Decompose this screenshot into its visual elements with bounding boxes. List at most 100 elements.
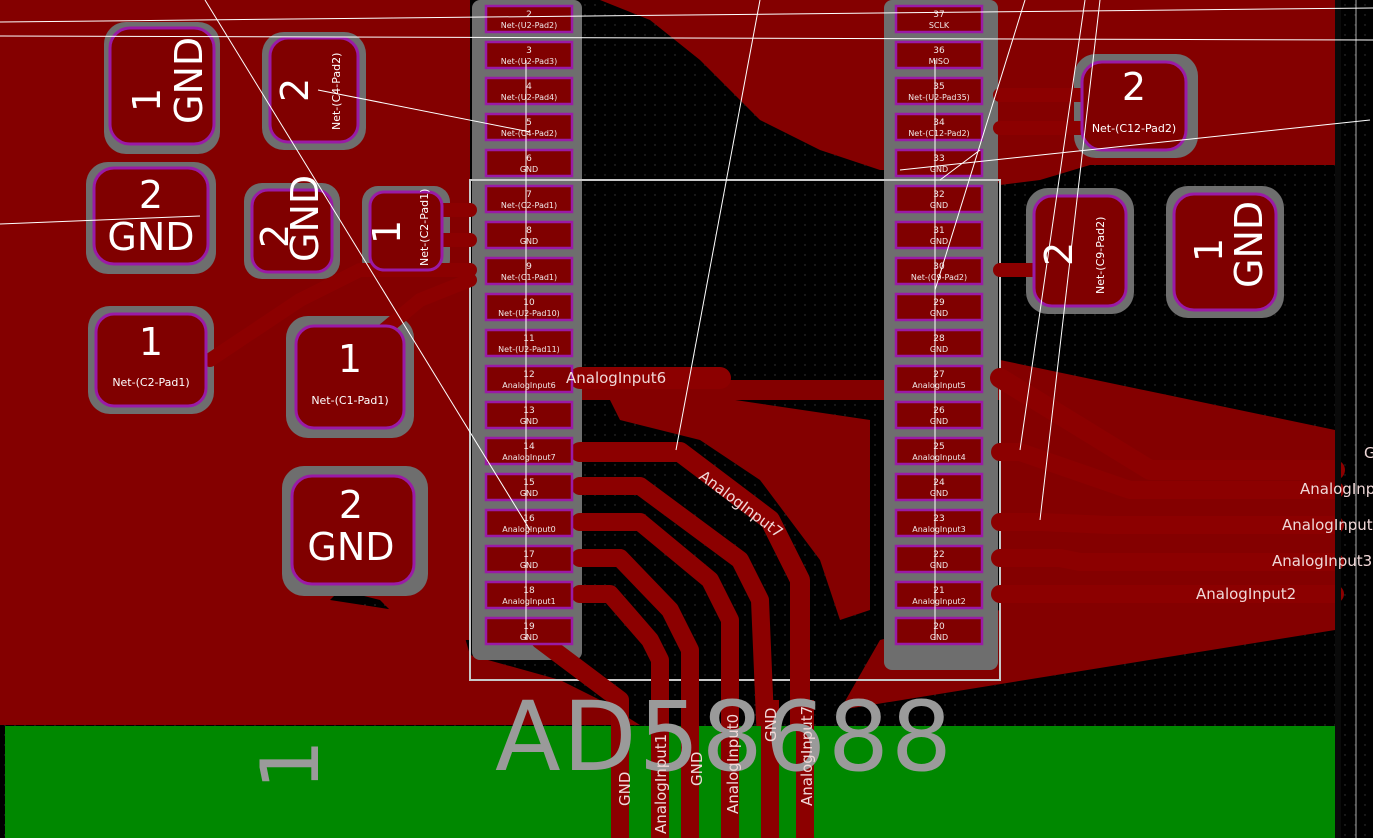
ic-pin-net: AnalogInput5 [912, 381, 965, 390]
ic-pin-pad [484, 4, 574, 34]
track-label-bot-ai7: AnalogInput7 [798, 706, 816, 806]
ic-pin-pad [894, 76, 984, 106]
pad-net: GND [307, 525, 394, 569]
ic-pin-pad [894, 40, 984, 70]
pad-c-top-1[interactable]: 1 GND [108, 26, 216, 146]
ic-pin-number: 27 [933, 370, 944, 380]
ic-pin-number: 22 [933, 550, 944, 560]
ic-pin-pad [894, 112, 984, 142]
ic-pin-number: 21 [933, 586, 944, 596]
pad-number: 1 [1187, 238, 1231, 262]
ic-pin-net: GND [930, 633, 948, 642]
ic-pin-net: GND [930, 165, 948, 174]
pad-number: 1 [125, 88, 169, 112]
pad-net: Net-(C1-Pad1) [311, 394, 388, 407]
ic-pin-number: 32 [933, 190, 944, 200]
ic-pin-pad [894, 4, 984, 34]
pad-c12-2[interactable]: 2 Net-(C12-Pad2) [1080, 60, 1188, 152]
track-label-right-ai3: AnalogInput3 [1272, 552, 1372, 570]
pad-c2-1-small[interactable]: 1 Net-(C2-Pad1) [365, 189, 444, 272]
ic-pin-net: Net-(C2-Pad1) [501, 201, 557, 210]
ic-pin-net: AnalogInput2 [912, 597, 965, 606]
pad-c2-1[interactable]: 1 Net-(C2-Pad1) [94, 312, 208, 408]
ic-pin-number: 34 [933, 118, 945, 128]
ic-pin-net: GND [930, 417, 948, 426]
pad-c-right-1[interactable]: 1 GND [1172, 192, 1278, 312]
ic-pin-number: 18 [523, 586, 535, 596]
pad-net: Net-(C2-Pad1) [418, 189, 431, 266]
ic-pin-net: AnalogInput7 [502, 453, 555, 462]
pad-c-mid-2[interactable]: 2 GND [92, 166, 210, 266]
ic-pin-net: GND [930, 309, 948, 318]
bottom-copper-pour[interactable] [5, 726, 1335, 838]
track-label-bot-gnd-c: GND [762, 708, 780, 742]
pad-c1-1[interactable]: 1 Net-(C1-Pad1) [294, 324, 406, 430]
ic-pin-pad [894, 508, 984, 538]
ic-pin-net: MISO [929, 57, 950, 66]
ic-pin-net: GND [930, 561, 948, 570]
track-label-right-ai5: AnalogInput5 [1300, 480, 1373, 498]
ic-pin-number: 29 [933, 298, 945, 308]
ic-pin-net: GND [520, 489, 538, 498]
pad-c9-2[interactable]: 2 Net-(C9-Pad2) [1032, 194, 1128, 308]
ic-pin-pad [484, 400, 574, 430]
ic-pin-number: 4 [526, 82, 532, 92]
ic-pin-pad [894, 436, 984, 466]
pad-c-bot-2[interactable]: 2 GND [290, 474, 416, 586]
pad-c4-2[interactable]: 2 Net-(C4-Pad2) [268, 36, 360, 144]
ic-pin-pad [484, 220, 574, 250]
ic-pin-number: 11 [523, 334, 534, 344]
ic-pin-pad [894, 616, 984, 646]
ic-pin-net: AnalogInput4 [912, 453, 965, 462]
pad-c-small-2[interactable]: 2 GND [250, 175, 334, 274]
ic-pin-net: AnalogInput1 [502, 597, 555, 606]
ic-pin-number: 35 [933, 82, 944, 92]
ic-pin-pad [484, 616, 574, 646]
pad-number: 2 [253, 224, 297, 248]
bottom-traces-over-green[interactable] [611, 700, 814, 838]
ic-pin[interactable]: 30Net-(C9-Pad2) [894, 256, 984, 286]
silkscreen-ref-text: AD58688 [495, 681, 954, 793]
ic-pin-number: 10 [523, 298, 535, 308]
ic-pin-net: GND [930, 489, 948, 498]
ic-pin-net: GND [930, 237, 948, 246]
ic-pin-pad [894, 472, 984, 502]
ic-pin-pad [894, 544, 984, 574]
